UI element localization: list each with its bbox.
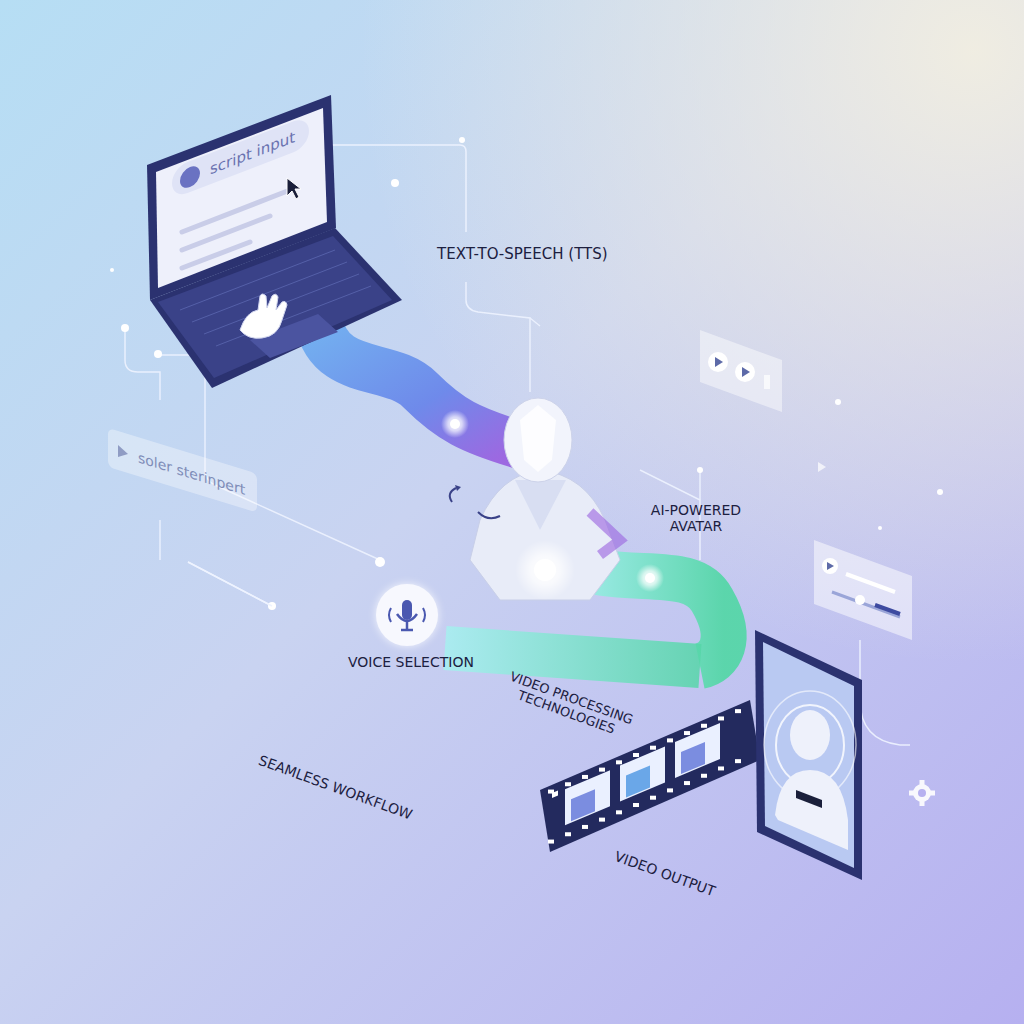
play-icon [118, 445, 128, 460]
faded-panel: soler sterinpert [108, 428, 257, 513]
stage-label: TEXT-TO-SPEECH (TTS) [437, 246, 667, 263]
user-icon [180, 163, 200, 191]
panel-text: soler sterinpert [138, 449, 245, 498]
mic-icon [376, 584, 438, 646]
stage-label: VIDEO OUTPUT [612, 848, 749, 911]
node-label: VOICE SELECTION [348, 654, 466, 670]
field-text: script input [210, 128, 295, 179]
stage-label: VIDEO PROCESSING TECHNOLOGIES [498, 668, 640, 744]
stage-label: SEAMLESS WORKFLOW [256, 752, 449, 836]
mic-circle [376, 584, 438, 646]
script-input-field: script input [172, 115, 309, 199]
stage-label: AI-POWERED AVATAR [640, 502, 752, 534]
voice-selection-node: VOICE SELECTION [348, 584, 466, 670]
